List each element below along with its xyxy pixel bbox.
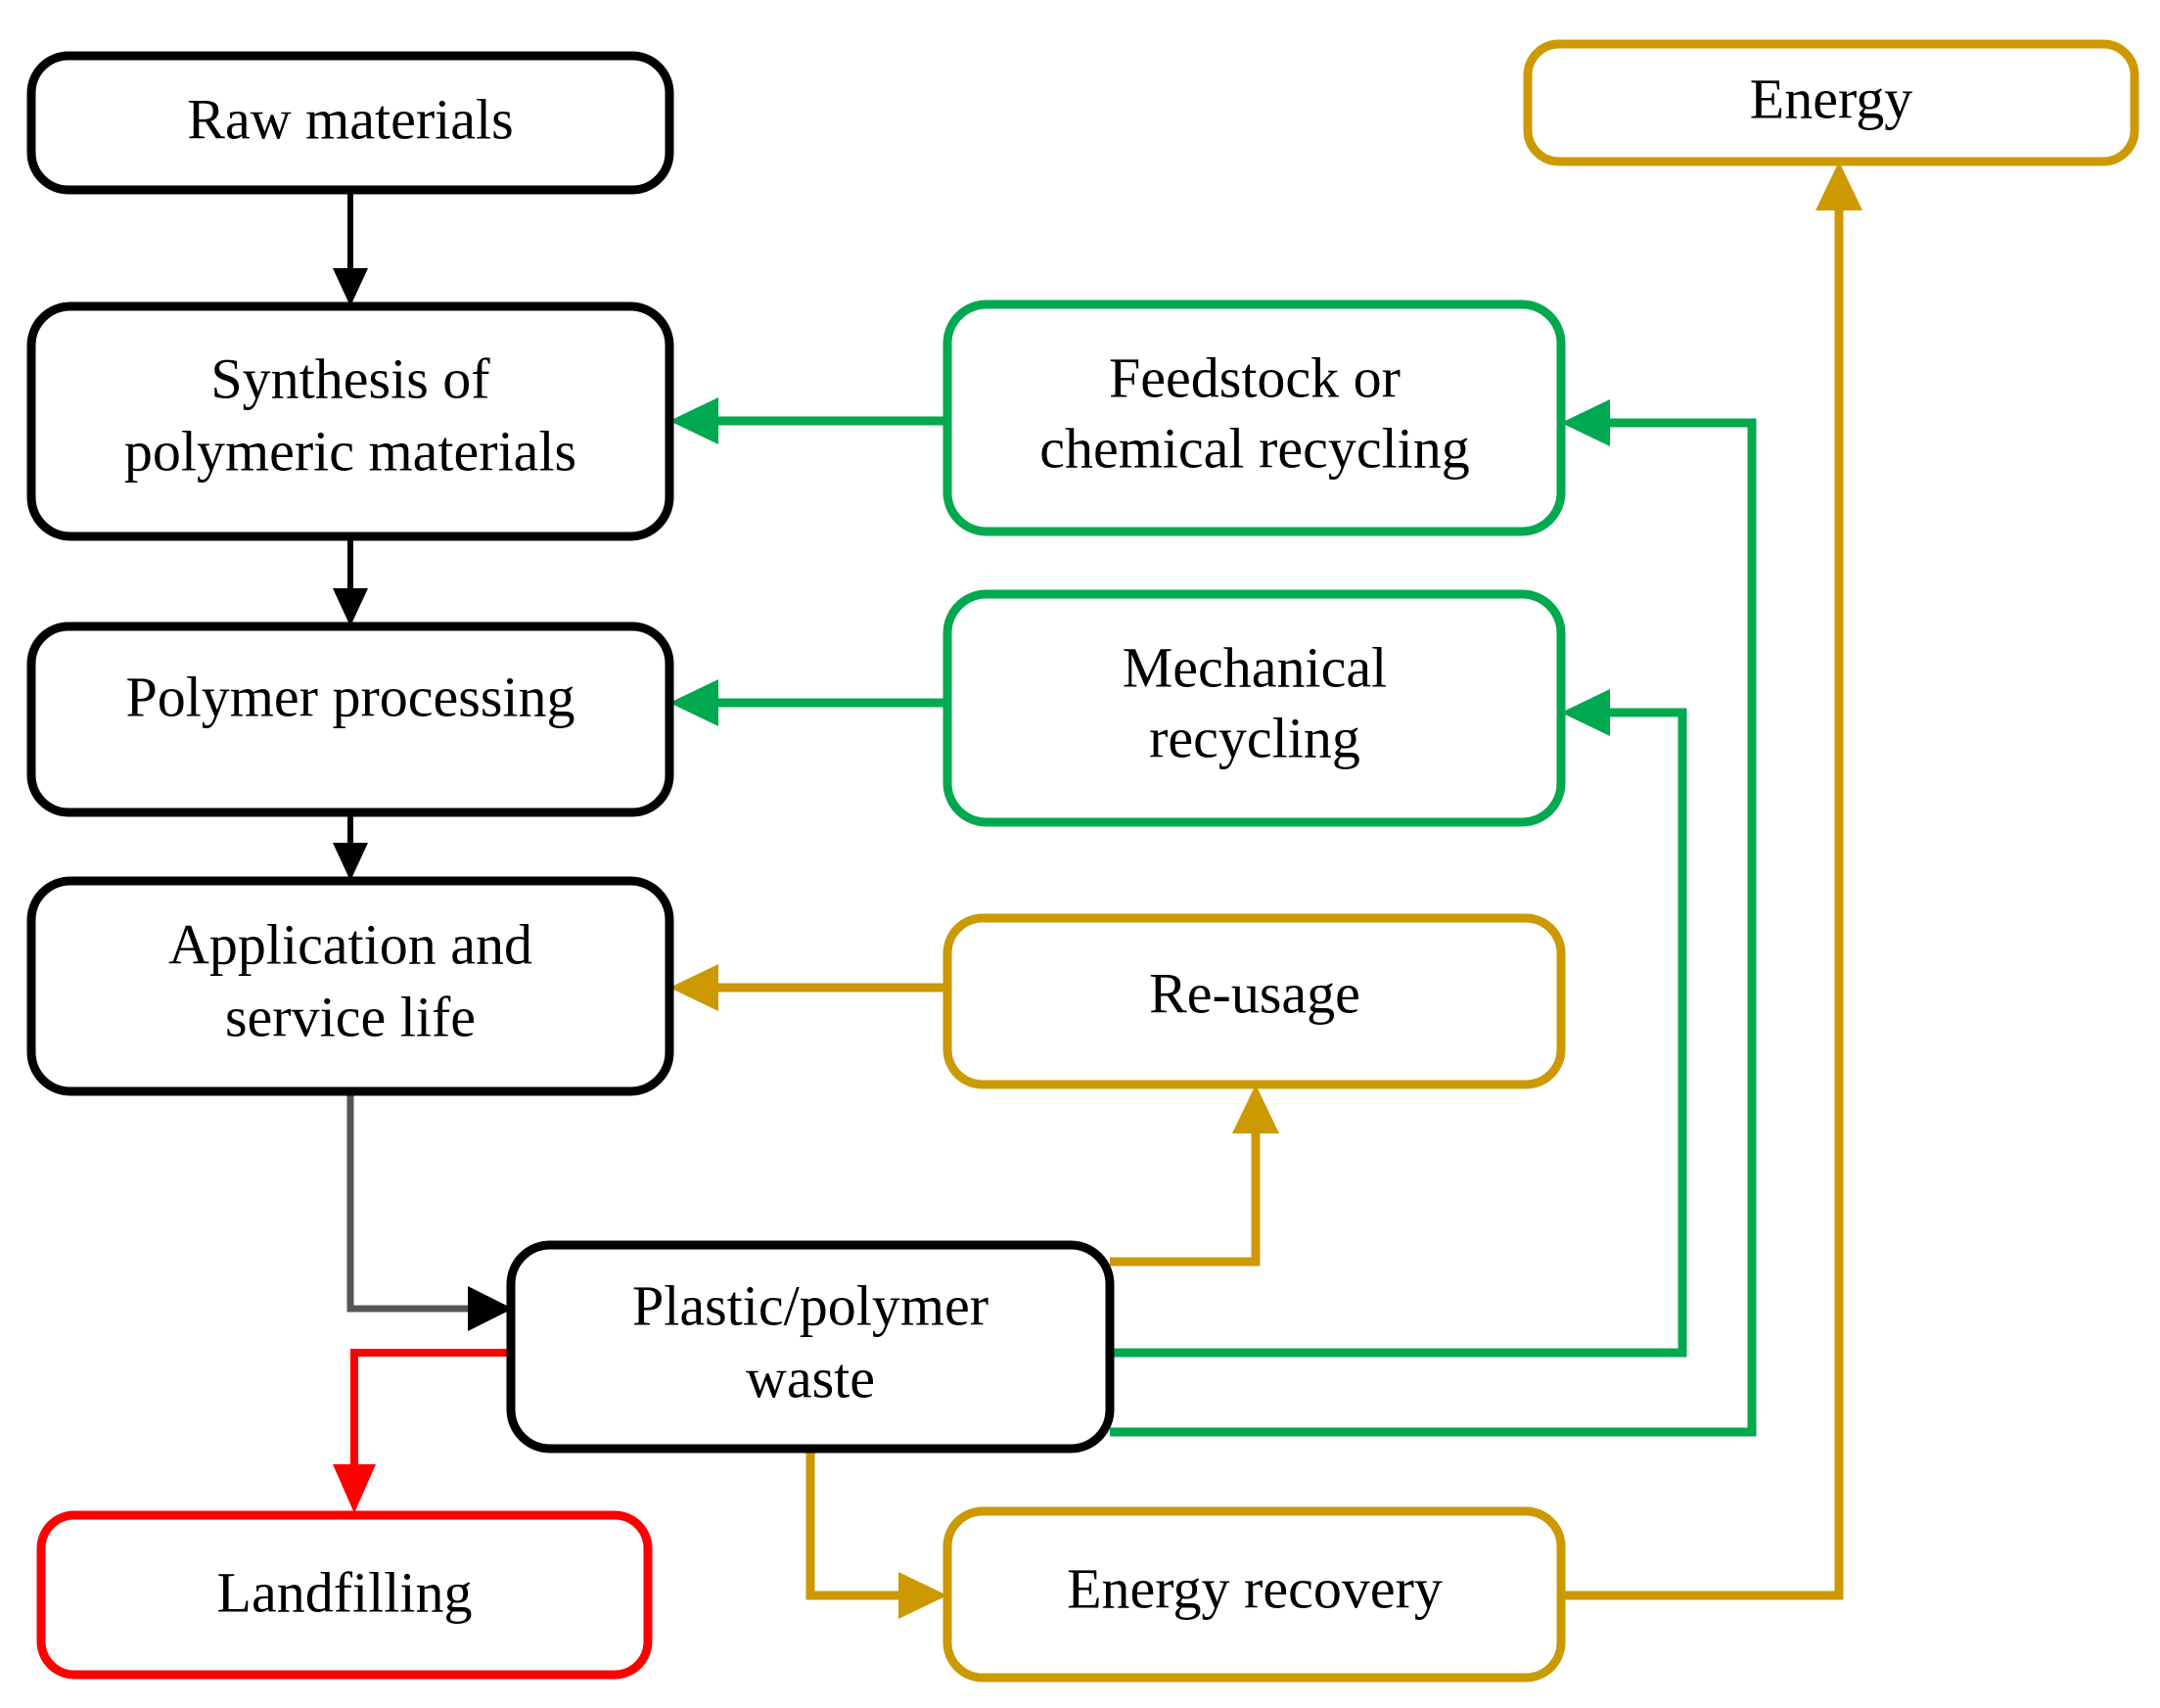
node-polymer-processing-shape[interactable] [26, 622, 674, 817]
edge-reusage-to-application [669, 964, 947, 1011]
node-mechanical-recycling-shape[interactable] [942, 589, 1566, 827]
node-feedstock-chemical-recycling-label-line1: Feedstock or [1109, 346, 1401, 409]
node-energy-shape[interactable] [1523, 39, 2139, 166]
node-application-service-life[interactable]: Application and service life [26, 876, 674, 1096]
node-synthesis-label-line2: polymeric materials [124, 419, 576, 483]
edge-feedstock-to-synthesis [669, 397, 947, 444]
node-landfilling-shape[interactable] [36, 1510, 653, 1680]
edge-processing-to-application [333, 812, 368, 881]
node-mechanical-recycling-label-line1: Mechanical [1123, 635, 1388, 699]
node-energy-recovery-label: Energy recovery [1067, 1556, 1443, 1620]
node-plastic-polymer-waste-label-line2: waste [746, 1346, 875, 1409]
node-mechanical-recycling-label-line2: recycling [1149, 706, 1360, 769]
node-polymer-processing[interactable]: Polymer processing [26, 622, 674, 817]
node-energy-recovery[interactable]: Energy recovery [942, 1506, 1566, 1683]
node-polymer-processing-label: Polymer processing [125, 665, 574, 728]
node-raw-materials-shape[interactable] [26, 51, 674, 195]
edge-waste-to-feedstock [1110, 399, 1757, 1437]
node-raw-materials[interactable]: Raw materials [26, 51, 674, 195]
node-application-service-life-shape[interactable] [26, 876, 674, 1096]
node-synthesis-shape[interactable] [26, 301, 674, 541]
node-re-usage-label: Re-usage [1149, 961, 1360, 1025]
edge-layer [333, 162, 1862, 1619]
edge-synthesis-to-processing [333, 536, 368, 626]
edge-application-to-waste [346, 1091, 513, 1331]
node-feedstock-chemical-recycling-shape[interactable] [942, 300, 1566, 536]
node-plastic-polymer-waste-label-line1: Plastic/polymer [632, 1273, 988, 1337]
node-mechanical-recycling[interactable]: Mechanical recycling [942, 589, 1566, 827]
node-energy-recovery-shape[interactable] [942, 1506, 1566, 1683]
edge-waste-to-landfilling [333, 1349, 511, 1513]
node-application-service-life-label-line1: Application and [168, 912, 532, 976]
edge-waste-to-reusage [1110, 1085, 1279, 1267]
node-raw-materials-label: Raw materials [187, 87, 513, 151]
node-feedstock-chemical-recycling-label-line2: chemical recycling [1039, 416, 1470, 480]
node-landfilling-label: Landfilling [217, 1560, 473, 1624]
edge-waste-to-mechanical [1110, 689, 1687, 1358]
node-application-service-life-label-line2: service life [225, 985, 476, 1048]
node-energy-label: Energy [1750, 67, 1912, 130]
edge-energy-recovery-to-energy [1561, 162, 1862, 1600]
edge-mechanical-to-processing [669, 679, 947, 726]
node-landfilling[interactable]: Landfilling [36, 1510, 653, 1680]
node-layer: Raw materials Synthesis of polymeric mat… [26, 39, 2139, 1683]
edge-waste-to-energy-recovery [805, 1449, 947, 1619]
node-synthesis[interactable]: Synthesis of polymeric materials [26, 301, 674, 541]
node-re-usage[interactable]: Re-usage [942, 913, 1566, 1089]
node-plastic-polymer-waste[interactable]: Plastic/polymer waste [506, 1240, 1115, 1454]
node-feedstock-chemical-recycling[interactable]: Feedstock or chemical recycling [942, 300, 1566, 536]
node-synthesis-label-line1: Synthesis of [210, 346, 490, 410]
edge-raw-to-synthesis [333, 190, 368, 306]
node-re-usage-shape[interactable] [942, 913, 1566, 1089]
node-plastic-polymer-waste-shape[interactable] [506, 1240, 1115, 1454]
node-energy[interactable]: Energy [1523, 39, 2139, 166]
